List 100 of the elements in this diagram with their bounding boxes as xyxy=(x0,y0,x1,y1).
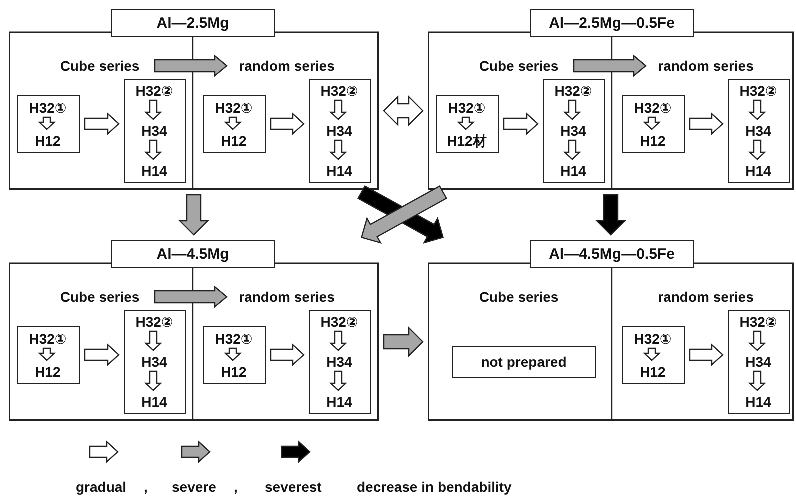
temper-box xyxy=(17,326,80,384)
block-arrow xyxy=(642,116,662,130)
series-label: Cube series xyxy=(468,55,570,77)
temper-box xyxy=(203,326,266,384)
temper-label: H32② xyxy=(312,313,367,331)
temper-box xyxy=(309,310,371,414)
temper-label: H34 xyxy=(731,353,786,371)
block-arrow xyxy=(456,116,476,130)
temper-label: H14 xyxy=(312,393,367,411)
series-label: Cube series xyxy=(49,55,151,77)
block-arrow xyxy=(270,344,305,366)
series-label: random series xyxy=(650,55,762,77)
temper-label: H14 xyxy=(127,393,182,411)
temper-box xyxy=(203,95,266,153)
temper-label: H14 xyxy=(127,162,182,180)
block-arrow xyxy=(144,140,163,160)
alloy-panel xyxy=(9,9,379,190)
series-label: Cube series xyxy=(468,286,570,308)
block-arrow xyxy=(383,96,424,126)
panel-title: Al—4.5Mg xyxy=(111,240,275,268)
block-arrow xyxy=(224,116,242,130)
block-arrow xyxy=(84,344,120,366)
legend-caption: decrease in bendability xyxy=(357,480,512,494)
block-arrow xyxy=(38,116,56,130)
series-label: random series xyxy=(231,286,343,308)
legend-label: gradual xyxy=(76,480,127,494)
block-arrow xyxy=(329,330,348,352)
panel-title: Al—2.5Mg—0.5Fe xyxy=(530,9,694,37)
separator-comma: , xyxy=(144,480,148,494)
block-arrow xyxy=(154,286,228,308)
temper-label: H32① xyxy=(206,99,262,117)
temper-label: H32② xyxy=(731,313,786,331)
block-arrow xyxy=(596,194,626,236)
temper-label: H32② xyxy=(127,82,182,100)
temper-box xyxy=(309,79,371,183)
block-arrow xyxy=(748,370,767,392)
temper-label: H12 xyxy=(20,363,76,381)
block-arrow xyxy=(38,348,56,362)
temper-label: H32① xyxy=(625,330,681,348)
block-arrow xyxy=(144,330,163,352)
block-arrow xyxy=(383,326,424,358)
temper-box xyxy=(543,79,605,183)
panel-title: Al—2.5Mg xyxy=(111,9,275,37)
temper-box xyxy=(622,95,685,153)
block-arrow xyxy=(270,112,305,136)
block-arrow xyxy=(224,348,242,362)
temper-label: H34 xyxy=(312,353,367,371)
separator-comma: , xyxy=(234,480,238,494)
series-label: Cube series xyxy=(49,286,151,308)
block-arrow xyxy=(178,194,210,236)
temper-label: H32② xyxy=(312,82,367,100)
temper-label: H32② xyxy=(546,82,601,100)
legend-label: severe xyxy=(172,480,216,494)
temper-label: H32① xyxy=(206,330,262,348)
block-arrow xyxy=(689,344,724,366)
temper-label: H34 xyxy=(312,122,367,140)
temper-label: H14 xyxy=(731,393,786,411)
block-arrow xyxy=(154,54,228,78)
alloy-panel xyxy=(9,240,379,421)
temper-label: H12 xyxy=(206,363,262,381)
temper-box xyxy=(728,310,790,414)
temper-box xyxy=(728,79,790,183)
temper-label: H32① xyxy=(439,99,495,117)
temper-label: H12材 xyxy=(439,132,495,150)
block-arrow xyxy=(573,54,647,78)
block-arrow xyxy=(329,100,348,120)
temper-box xyxy=(124,310,186,414)
temper-label: H32② xyxy=(127,313,182,331)
temper-label: H32② xyxy=(731,82,786,100)
block-arrow xyxy=(144,370,163,392)
temper-box xyxy=(436,95,499,153)
block-arrow xyxy=(748,100,767,120)
temper-label: H34 xyxy=(546,122,601,140)
temper-label: H12 xyxy=(625,363,681,381)
block-arrow xyxy=(642,348,662,362)
block-arrow xyxy=(503,112,539,136)
temper-label: H34 xyxy=(127,353,182,371)
temper-label: H12 xyxy=(206,132,262,150)
block-arrow xyxy=(563,100,582,120)
temper-label: H12 xyxy=(20,132,76,150)
legend-label: severest xyxy=(265,480,322,494)
series-label: random series xyxy=(650,286,762,308)
block-arrow xyxy=(748,330,767,352)
temper-label: H14 xyxy=(312,162,367,180)
block-arrow xyxy=(563,140,582,160)
temper-label: H34 xyxy=(127,122,182,140)
block-arrow xyxy=(144,100,163,120)
temper-label: H14 xyxy=(731,162,786,180)
panel-title: Al—4.5Mg—0.5Fe xyxy=(530,240,694,268)
temper-label: H32① xyxy=(20,330,76,348)
temper-label: H32① xyxy=(625,99,681,117)
status-box: not prepared xyxy=(452,346,596,378)
temper-box xyxy=(124,79,186,183)
temper-box xyxy=(17,95,80,153)
temper-box xyxy=(622,326,685,384)
temper-label: H12 xyxy=(625,132,681,150)
temper-label: H14 xyxy=(546,162,601,180)
block-arrow xyxy=(689,112,724,136)
series-label: random series xyxy=(231,55,343,77)
block-arrow xyxy=(329,370,348,392)
